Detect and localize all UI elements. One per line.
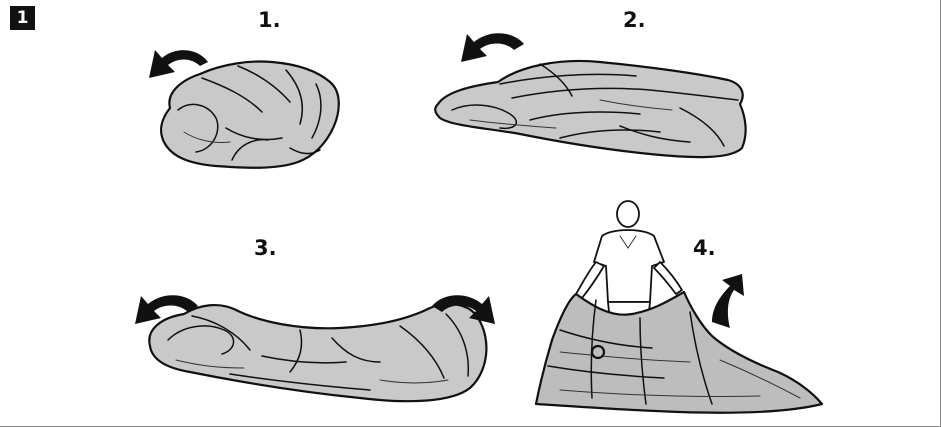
lift-arrow-icon: [712, 274, 744, 328]
step-3-folded-sheet-illustration: [149, 304, 486, 401]
step-2-folded-sheet-illustration: [435, 61, 745, 157]
rotate-arrow-icon: [461, 33, 524, 62]
step-1-bundle-illustration: [161, 62, 339, 168]
step-4-sheet-illustration: [536, 292, 822, 413]
